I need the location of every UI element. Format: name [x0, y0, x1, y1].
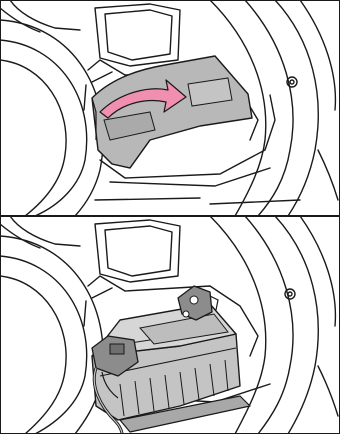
steering-wheel-outer: [0, 40, 87, 216]
steering-wheel-outer: [0, 256, 87, 434]
battery-icon: [92, 286, 250, 434]
panel-battery-exposed: [0, 216, 340, 434]
steering-wheel-inner: [0, 60, 66, 216]
panel-bottom-illustration: [0, 216, 340, 434]
dashboard-top: [10, 0, 80, 30]
panel-remove-cover: [0, 0, 340, 216]
panel-top-illustration: [0, 0, 340, 216]
door-screw: [285, 289, 295, 299]
steering-wheel-rim: [0, 20, 103, 216]
